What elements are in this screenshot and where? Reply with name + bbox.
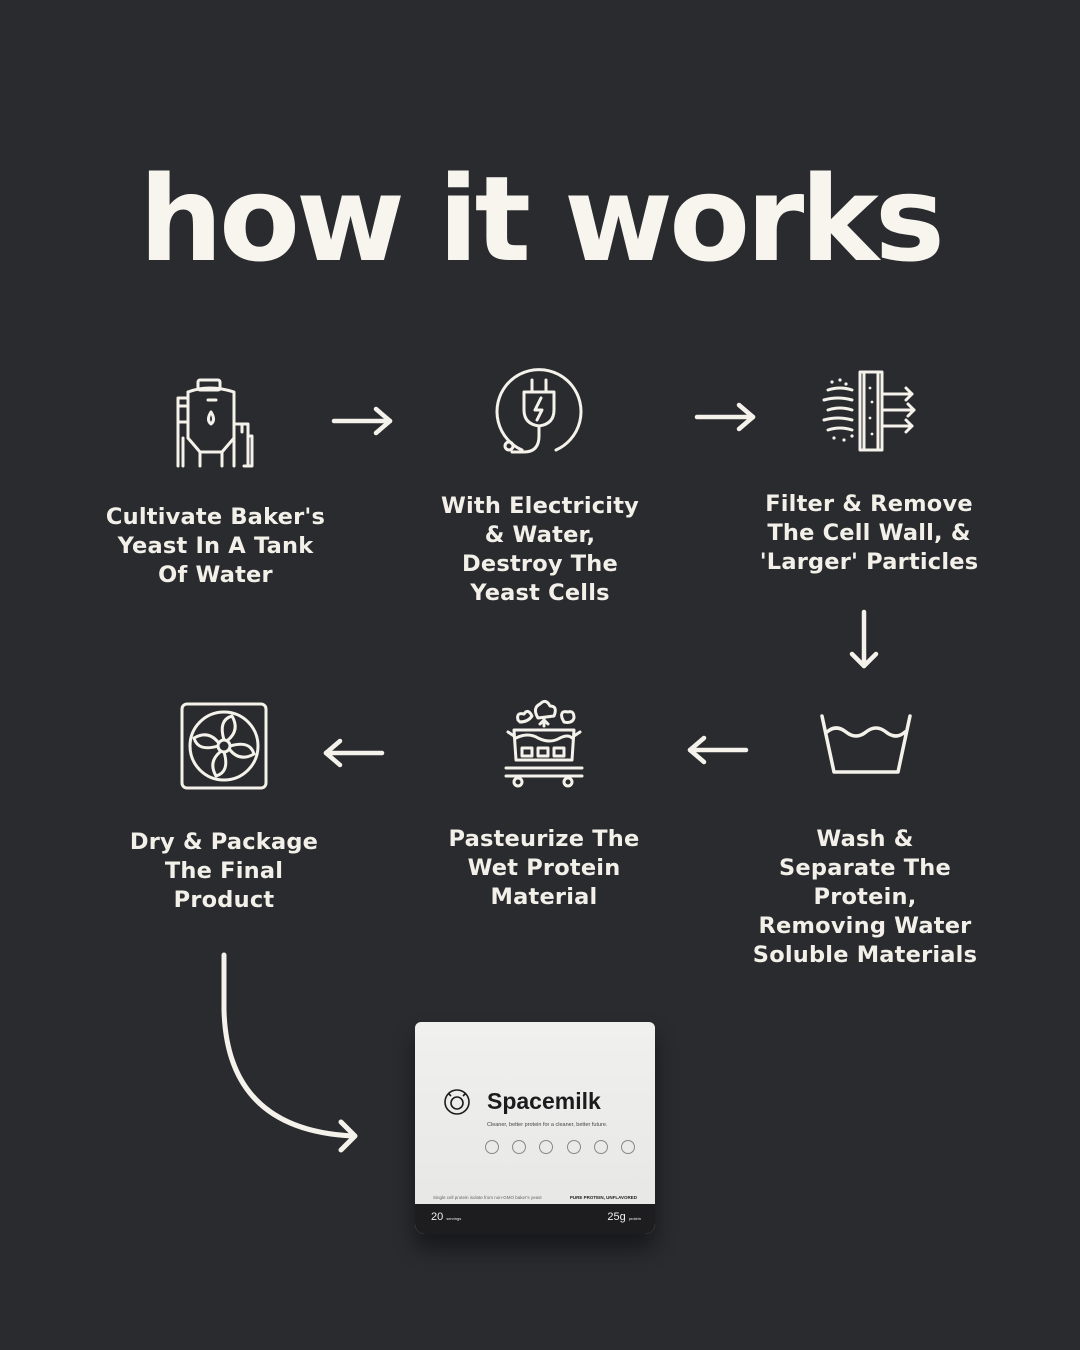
curved-arrow-icon — [205, 950, 375, 1165]
product-band: 20 servings 25g protein — [415, 1204, 655, 1234]
feature-icon — [539, 1140, 553, 1154]
servings-count: 20 servings — [431, 1211, 461, 1223]
feature-icon — [621, 1140, 635, 1154]
page-title: how it works — [0, 150, 1080, 288]
pasteurize-pot-icon — [502, 698, 586, 790]
feature-icon — [485, 1140, 499, 1154]
cow-helmet-icon — [443, 1088, 471, 1120]
feature-icon — [594, 1140, 608, 1154]
protein-amount: 25g protein — [607, 1211, 641, 1223]
product-feature-icons — [485, 1140, 635, 1162]
feature-icon — [512, 1140, 526, 1154]
arrow-left-icon — [320, 738, 386, 768]
wash-basin-icon — [818, 708, 914, 778]
arrow-right-icon — [693, 402, 759, 432]
product-tagline: Cleaner, better protein for a cleaner, b… — [487, 1122, 607, 1128]
feature-icon — [567, 1140, 581, 1154]
arrow-left-icon — [684, 735, 750, 765]
arrow-right-icon — [330, 406, 396, 436]
exhaust-fan-icon — [178, 700, 270, 792]
product-claim: PURE PROTEIN, UNFLAVORED — [570, 1195, 637, 1200]
arrow-down-icon — [848, 608, 880, 672]
product-description: Single cell protein isolate from non-GMO… — [433, 1195, 542, 1200]
filter-icon — [822, 368, 920, 454]
fermentation-tank-icon — [172, 376, 260, 470]
electric-plug-icon — [492, 366, 586, 460]
product-package: Spacemilk Cleaner, better protein for a … — [415, 1022, 655, 1234]
product-brand: Spacemilk — [487, 1088, 601, 1115]
